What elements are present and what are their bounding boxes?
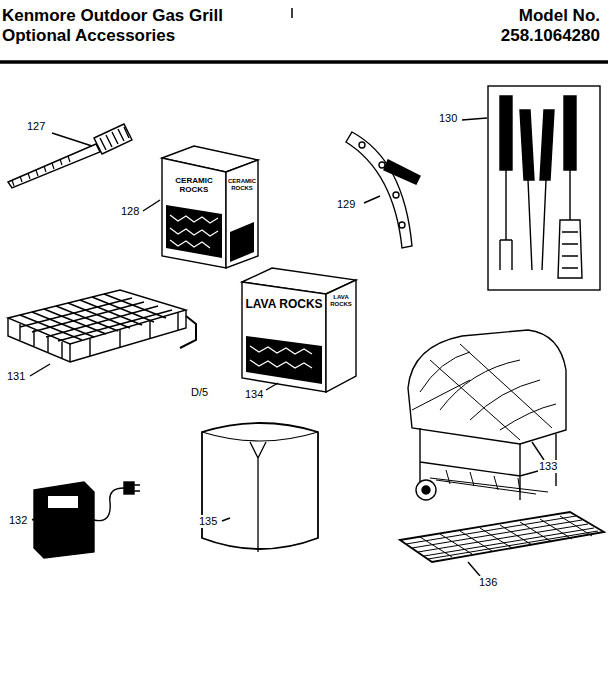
lava-rocks-box bbox=[242, 268, 356, 392]
callout-number: 133 bbox=[538, 460, 558, 473]
callout-number: 132 bbox=[8, 514, 28, 527]
ceramic-rocks-box bbox=[162, 146, 258, 268]
grill-basket bbox=[8, 290, 196, 362]
rack-handle bbox=[346, 132, 420, 248]
callout-number: 131 bbox=[6, 370, 26, 383]
box-print: CERAMIC ROCKS bbox=[164, 176, 224, 194]
callout-number: 128 bbox=[120, 205, 140, 218]
callout-number: 134 bbox=[244, 388, 264, 401]
cooking-grate bbox=[400, 512, 604, 562]
box-print: CERAMIC ROCKS bbox=[227, 178, 257, 192]
page-ref: D/5 bbox=[190, 386, 209, 399]
covered-grill bbox=[408, 330, 566, 500]
callout-number: 127 bbox=[26, 120, 46, 133]
page-title: Kenmore Outdoor Gas Grill Optional Acces… bbox=[2, 6, 264, 45]
callout-number: 135 bbox=[198, 515, 218, 528]
model-label: Model No. bbox=[519, 6, 600, 26]
cylinder-cover bbox=[202, 423, 318, 552]
callout-number: 130 bbox=[438, 112, 458, 125]
grill-brush bbox=[8, 124, 132, 188]
box-print: LAVA ROCKS bbox=[328, 294, 354, 308]
electric-starter bbox=[34, 482, 140, 558]
tool-set bbox=[488, 86, 600, 290]
model-number: 258.1064280 bbox=[501, 26, 600, 46]
box-print: LAVA ROCKS bbox=[244, 298, 324, 312]
callout-number: 136 bbox=[478, 576, 498, 589]
callout-number: 129 bbox=[336, 198, 356, 211]
